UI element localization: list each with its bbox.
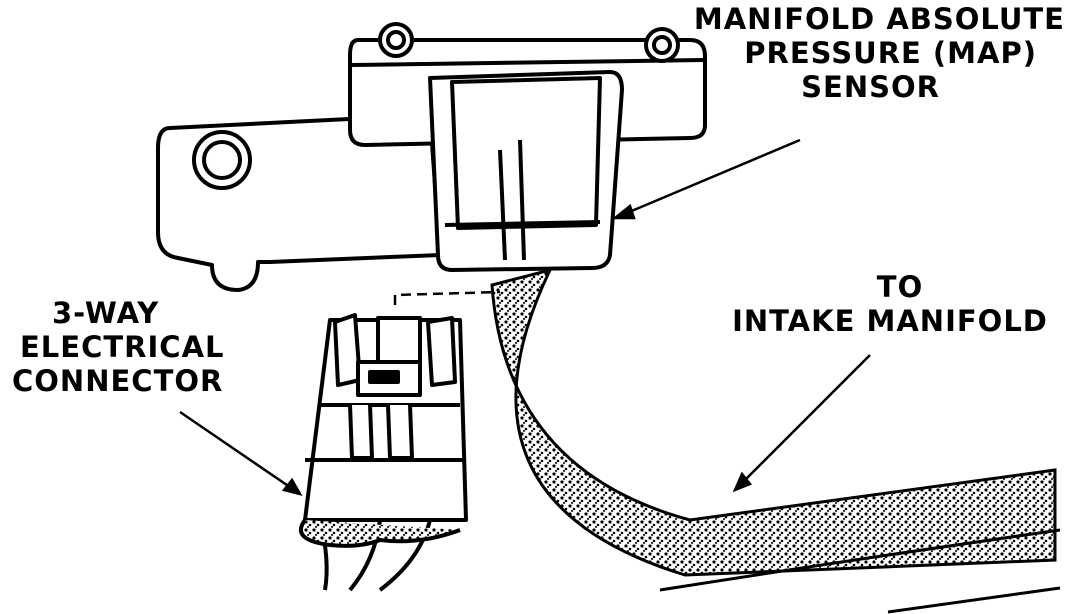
- intake-label-line2: INTAKE MANIFOLD: [732, 304, 1048, 338]
- connection-line: [393, 290, 501, 305]
- map-sensor-label-line3: SENSOR: [801, 70, 940, 104]
- connector-label-line1: 3-WAY: [52, 296, 160, 330]
- leader-lines: [179, 138, 871, 496]
- intake-label-line1: TO: [876, 270, 924, 304]
- map-sensor-body: [348, 22, 707, 272]
- connector-label-line3: CONNECTOR: [12, 364, 224, 398]
- connector-label-line2: ELECTRICAL: [20, 330, 225, 364]
- hose-outline: [659, 528, 1061, 614]
- map-sensor-label-line1: MANIFOLD ABSOLUTE: [693, 2, 1065, 36]
- intake-label: TO INTAKE MANIFOLD: [720, 270, 1060, 338]
- map-sensor-label: MANIFOLD ABSOLUTE PRESSURE (MAP) SENSOR: [660, 2, 1065, 104]
- three-way-connector: [298, 313, 468, 592]
- connector-label: 3-WAY ELECTRICAL CONNECTOR: [12, 296, 262, 398]
- vacuum-hose: [490, 267, 1057, 577]
- sensor-bracket: [156, 113, 442, 292]
- map-sensor-label-line2: PRESSURE (MAP): [744, 36, 1037, 70]
